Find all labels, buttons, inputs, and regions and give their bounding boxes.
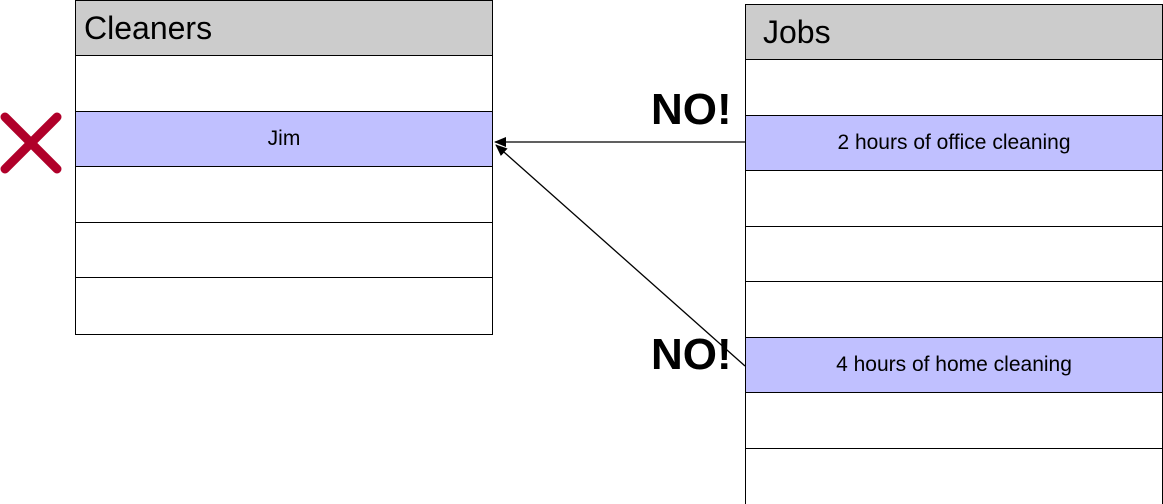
cleaners-table-header: Cleaners <box>76 1 492 56</box>
jobs-row <box>746 448 1162 504</box>
no-label-home: NO! <box>651 330 732 379</box>
jobs-table-header: Jobs <box>746 5 1162 60</box>
no-label-office: NO! <box>651 85 732 134</box>
jobs-row <box>746 393 1162 449</box>
cleaners-row-jim: Jim <box>76 111 492 167</box>
cleaners-row <box>76 167 492 223</box>
jobs-row-office-cleaning: 2 hours of office cleaning <box>746 115 1162 171</box>
cleaners-table: Cleaners Jim <box>75 0 493 335</box>
jobs-table: Jobs 2 hours of office cleaning 4 hours … <box>745 4 1163 504</box>
cleaners-row <box>76 56 492 112</box>
jobs-row <box>746 171 1162 227</box>
jobs-row <box>746 60 1162 116</box>
cleaners-row <box>76 278 492 334</box>
cleaners-row <box>76 222 492 278</box>
jobs-row <box>746 226 1162 282</box>
jobs-row <box>746 282 1162 338</box>
jobs-row-home-cleaning: 4 hours of home cleaning <box>746 337 1162 393</box>
cross-icon <box>0 112 62 174</box>
